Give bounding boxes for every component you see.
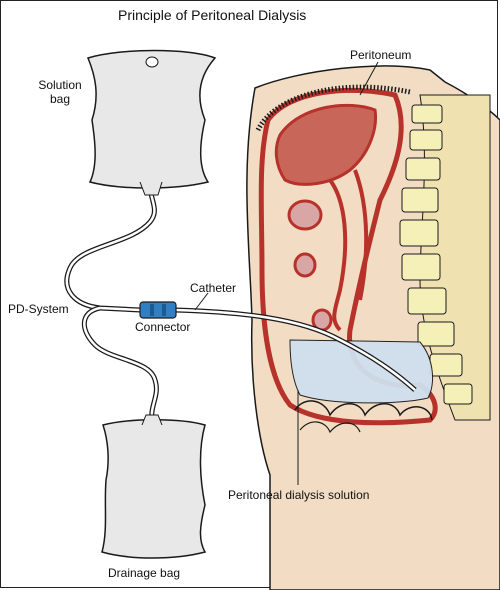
solution-bag bbox=[86, 49, 217, 196]
spine bbox=[399, 94, 491, 421]
dialysis-fluid bbox=[289, 339, 433, 404]
liver bbox=[274, 103, 378, 186]
catheter-leader bbox=[194, 292, 209, 311]
lower-intestines bbox=[294, 400, 433, 434]
peritoneum-membrane bbox=[255, 84, 411, 132]
dialysis-solution-label: Peritoneal dialysis solution bbox=[228, 488, 370, 502]
tubing-upper bbox=[64, 184, 157, 313]
peritoneum-leader bbox=[359, 61, 379, 96]
pd-system-label: PD-System bbox=[8, 302, 69, 316]
solution-bag-label: Solution bag bbox=[30, 78, 90, 106]
connector-label: Connector bbox=[135, 320, 191, 334]
peritoneum-label: Peritoneum bbox=[350, 48, 412, 62]
diagram-title: Principle of Peritoneal Dialysis bbox=[118, 7, 307, 23]
bowel-loops bbox=[287, 169, 369, 332]
solution-bag-label-line2: bag bbox=[49, 92, 71, 106]
catheter-label: Catheter bbox=[190, 281, 237, 295]
connector bbox=[139, 301, 177, 319]
drainage-bag bbox=[101, 414, 207, 559]
drainage-bag-label: Drainage bag bbox=[108, 566, 181, 580]
solution-bag-label-line1: Solution bbox=[38, 78, 82, 92]
